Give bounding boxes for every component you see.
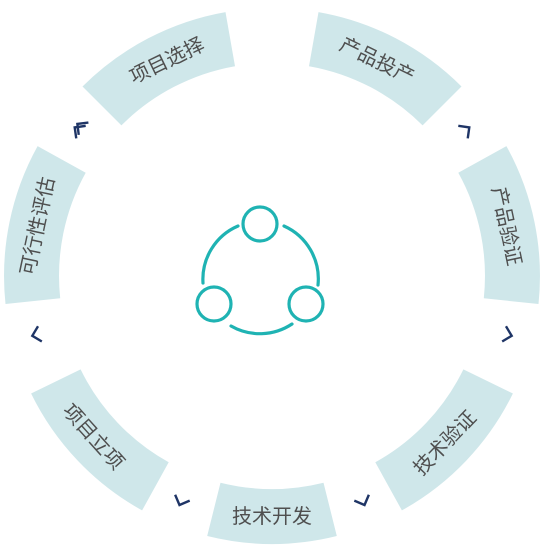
segment-feasibility-assessment bbox=[4, 146, 86, 304]
cycle-node-circle bbox=[195, 285, 233, 323]
cycle-arc bbox=[282, 224, 320, 287]
cycle-segments bbox=[4, 12, 540, 544]
cycle-arc bbox=[229, 322, 294, 336]
segment-product-validation bbox=[458, 146, 540, 304]
segment-technical-validation bbox=[375, 369, 513, 511]
chevron-arrow-icon bbox=[76, 121, 89, 136]
cycle-arrows bbox=[30, 121, 514, 507]
chevron-arrow-icon bbox=[174, 494, 191, 507]
segment-technology-development bbox=[207, 482, 337, 544]
cycle-node-circle bbox=[241, 205, 279, 243]
chevron-arrow-icon bbox=[30, 325, 43, 343]
cycle-arc bbox=[201, 224, 240, 285]
label-technology-development: 技术开发 bbox=[232, 504, 312, 528]
chevron-arrow-icon bbox=[353, 494, 370, 507]
chevron-arrow-icon bbox=[501, 325, 514, 343]
chevron-arrow-icon bbox=[73, 124, 86, 139]
cycle-node-circle bbox=[287, 285, 325, 323]
share-cycle-icon bbox=[195, 205, 325, 336]
chevron-arrow-icon bbox=[458, 124, 471, 139]
segment-project-selection bbox=[82, 12, 235, 126]
segment-project-initiation bbox=[31, 369, 169, 511]
segment-product-launch bbox=[309, 12, 462, 126]
